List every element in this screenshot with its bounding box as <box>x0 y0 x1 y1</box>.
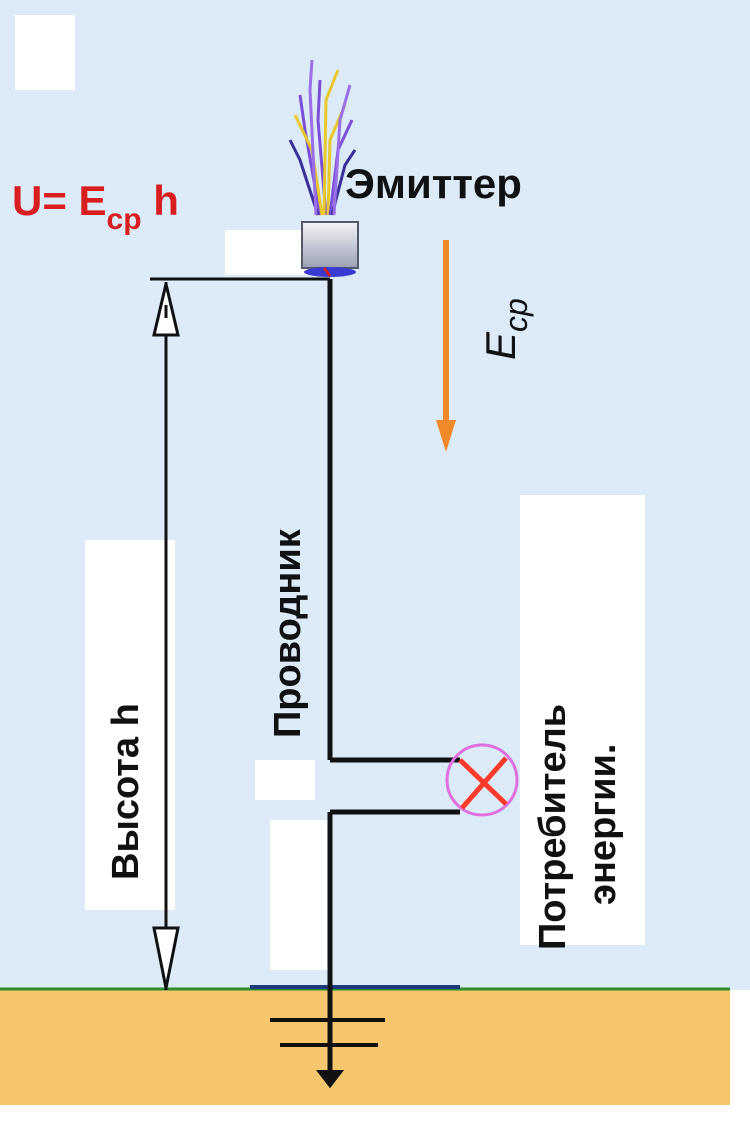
white-patch <box>255 760 315 800</box>
height-label: Высота h <box>105 703 147 880</box>
field-label: Ecp <box>477 298 534 360</box>
brush-fibers-icon <box>288 59 357 216</box>
emitter-box-icon <box>301 221 359 277</box>
consumer-label-line2: энергии. <box>582 744 624 905</box>
emitter-label: Эмиттер <box>345 160 522 207</box>
ground-area <box>0 990 730 1105</box>
white-patch <box>270 820 330 970</box>
height-arrow <box>152 282 180 990</box>
consumer-label-line1: Потребитель <box>532 704 574 950</box>
white-patch <box>520 495 645 945</box>
field-arrow <box>436 240 456 452</box>
ground-symbol-icon <box>270 1018 385 1089</box>
white-patch <box>15 15 75 90</box>
formula: U= Ecp h <box>12 177 179 236</box>
lamp-icon <box>445 743 519 817</box>
conductor-label: Проводник <box>267 528 309 738</box>
white-patch <box>85 540 175 910</box>
